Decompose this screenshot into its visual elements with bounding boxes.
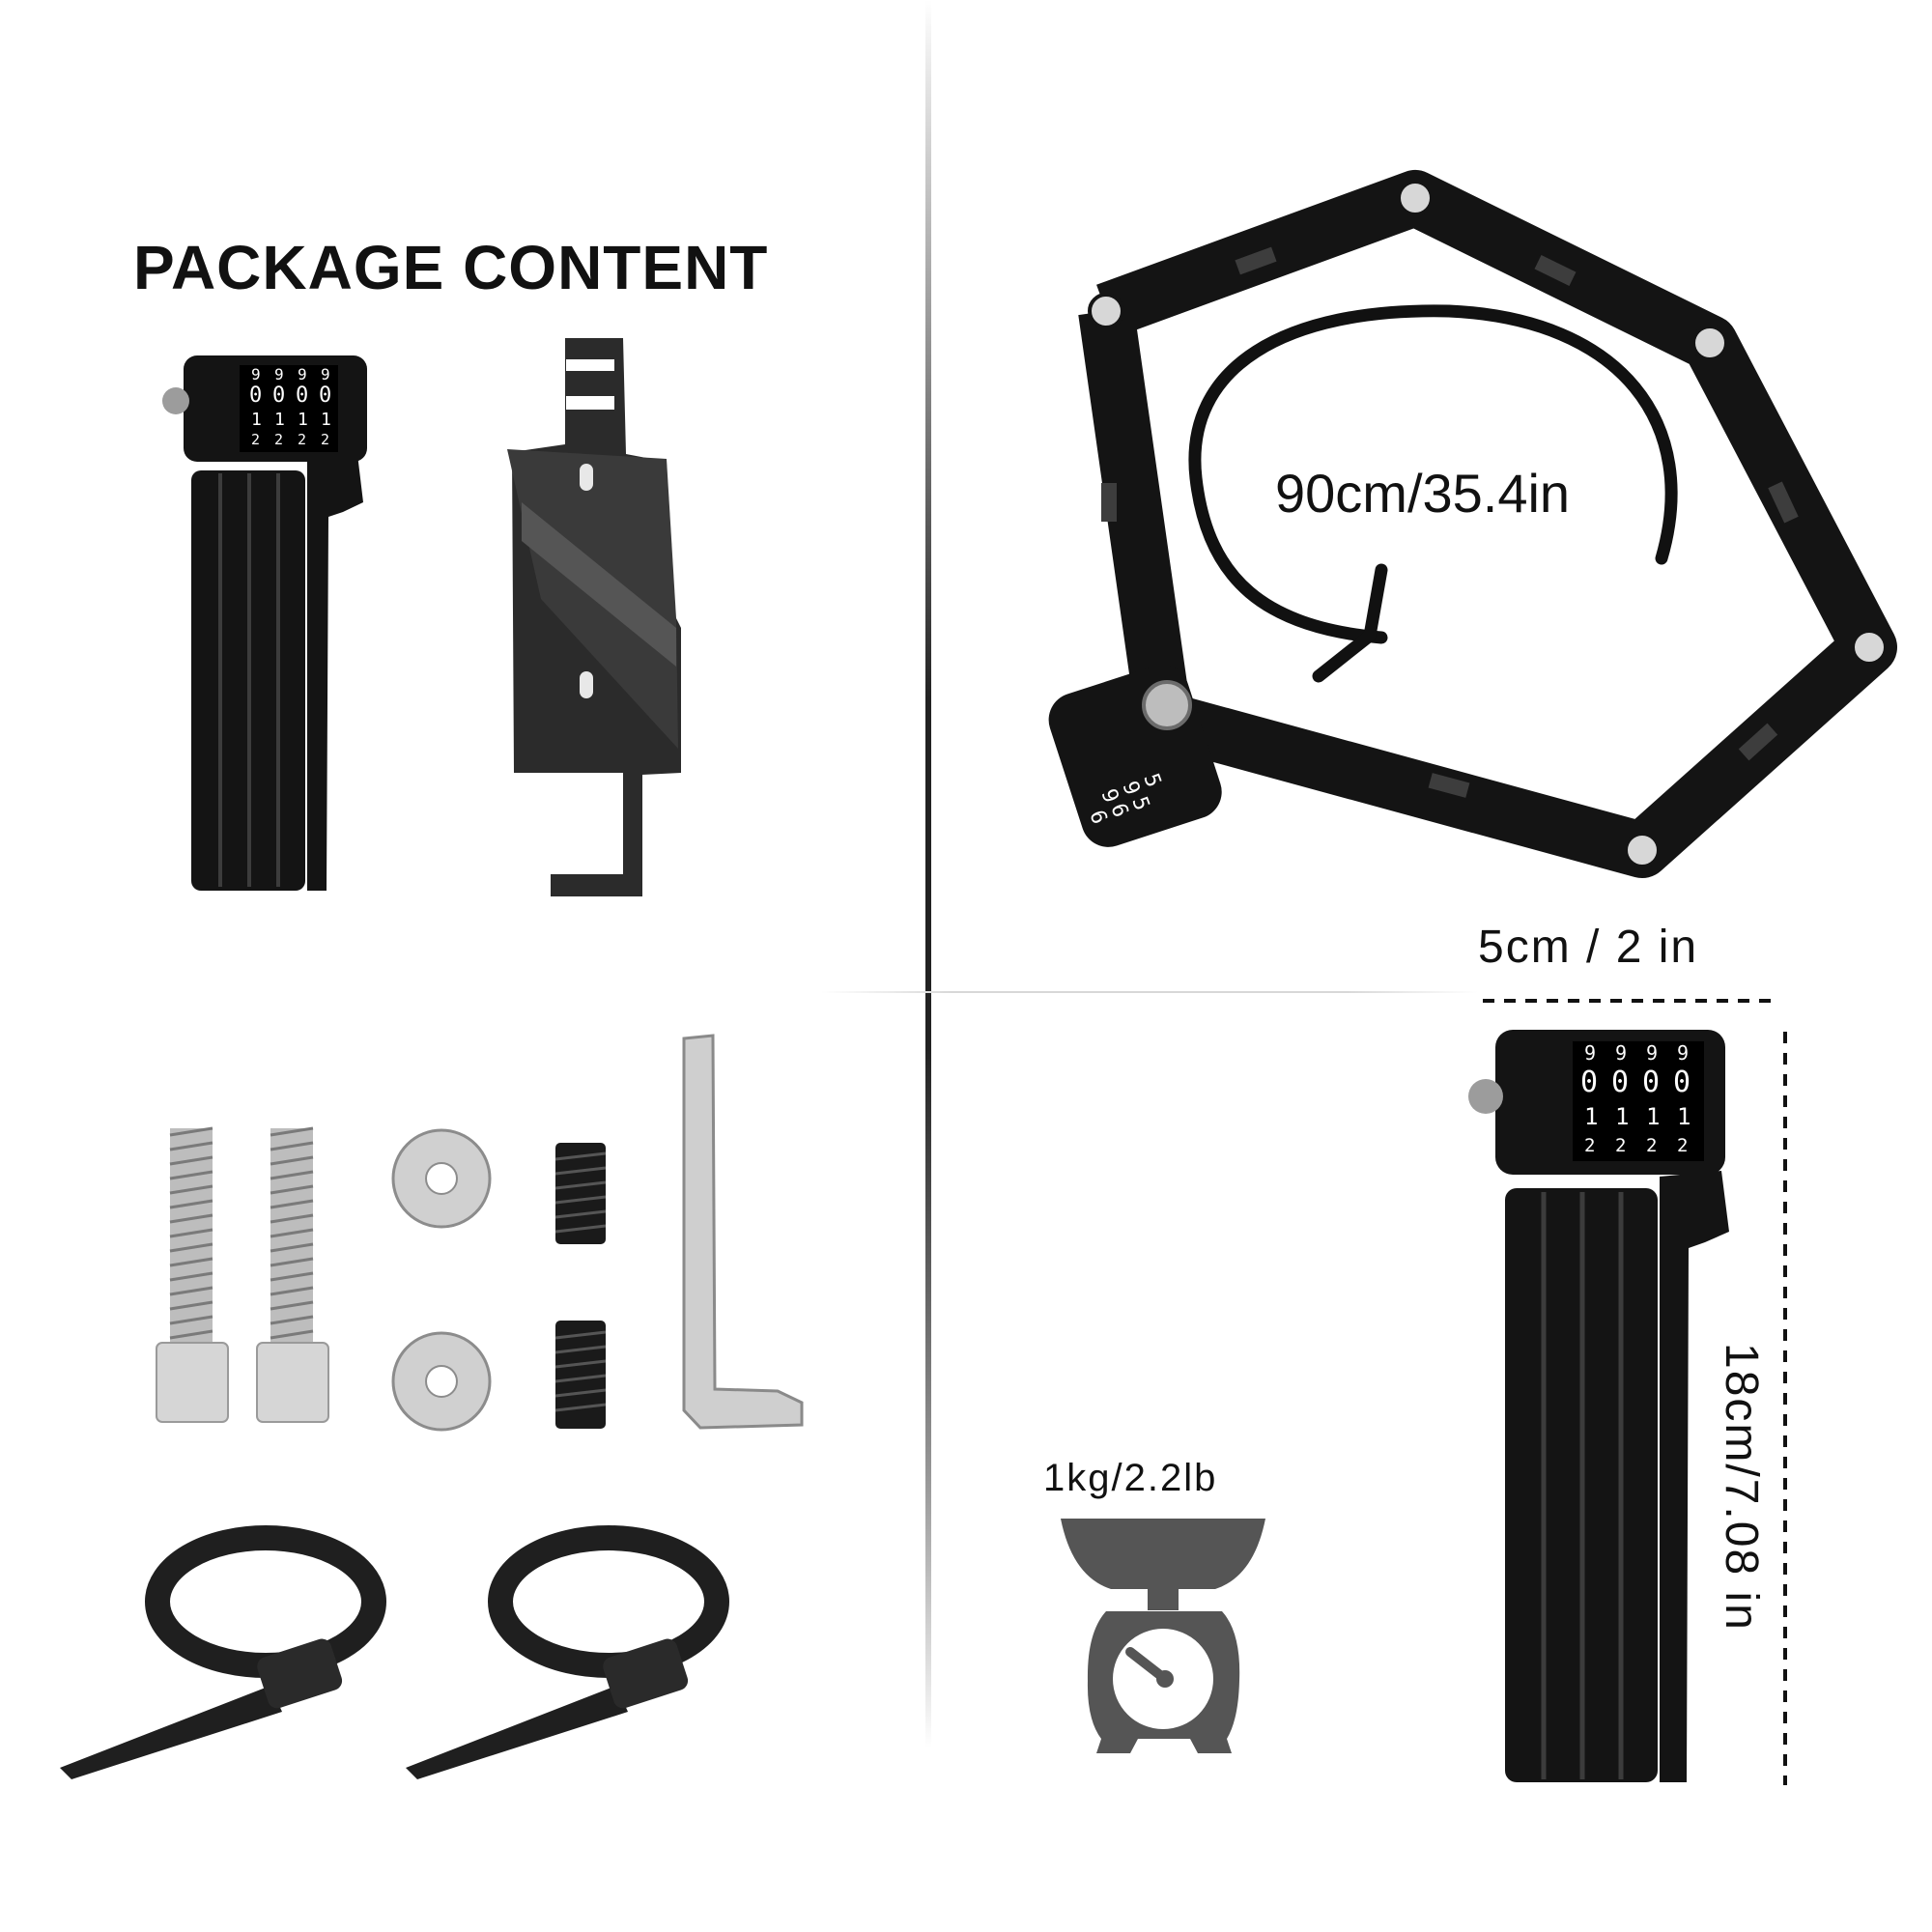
svg-text:1: 1 [251,410,262,430]
length-label: 90cm/35.4in [1275,463,1571,524]
vertical-divider [925,0,931,1748]
folded-lock-large-image: 9 9 9 9 0 0 0 0 1 1 1 1 2 2 2 2 [1468,1030,1729,1782]
svg-text:2: 2 [1646,1135,1657,1156]
svg-text:2: 2 [321,431,329,448]
folded-lock-image: 9 9 9 9 0 0 0 0 1 1 1 1 2 2 2 2 [162,355,367,891]
height-label: 18cm/7.08 in [1716,1343,1767,1632]
bolt-image [156,1126,229,1423]
mounting-bracket-image [507,338,681,896]
width-label: 5cm / 2 in [1478,922,1699,973]
unfolded-lock-image: 9 9 5 6 6 5 [1048,170,1897,878]
svg-text:0: 0 [249,384,262,408]
set-screw-image [554,1321,607,1429]
svg-text:2: 2 [1677,1135,1688,1156]
svg-text:1: 1 [1677,1103,1690,1130]
svg-text:2: 2 [1615,1135,1626,1156]
svg-text:2: 2 [1584,1135,1595,1156]
svg-text:1: 1 [1584,1103,1598,1130]
package-content-heading: PACKAGE CONTENT [133,233,769,302]
bolt-image [256,1126,329,1423]
svg-text:0: 0 [272,384,285,408]
svg-text:0: 0 [1580,1065,1598,1099]
lock-digit-wheels: 9 9 9 9 0 0 0 0 1 1 1 1 2 2 2 2 [240,365,338,452]
mounting-strap-image [406,1525,729,1779]
svg-text:0: 0 [296,384,308,408]
svg-text:9: 9 [274,365,284,384]
svg-text:9: 9 [1677,1041,1689,1065]
svg-text:1: 1 [298,410,308,430]
horizontal-divider [821,991,1478,993]
digit-9: 9 [251,365,261,384]
svg-text:1: 1 [321,410,331,430]
svg-text:9: 9 [1584,1041,1596,1065]
mounting-strap-image [60,1525,386,1779]
svg-text:2: 2 [298,431,306,448]
svg-text:2: 2 [274,431,283,448]
weight-scale-icon [1061,1519,1265,1753]
svg-text:9: 9 [1615,1041,1627,1065]
weight-label: 1kg/2.2lb [1043,1457,1218,1499]
lock-digit-wheels: 9 9 9 9 0 0 0 0 1 1 1 1 2 2 2 2 [1573,1041,1704,1161]
combination-dial: 9 9 5 6 6 5 [1048,665,1222,847]
svg-text:9: 9 [321,365,330,384]
svg-text:0: 0 [1611,1065,1629,1099]
svg-text:1: 1 [274,410,285,430]
svg-text:9: 9 [1646,1041,1658,1065]
hex-key-image [682,1034,804,1430]
washer-image [391,1331,492,1432]
svg-text:9: 9 [298,365,307,384]
set-screw-image [554,1143,607,1244]
svg-text:2: 2 [251,431,260,448]
svg-text:1: 1 [1646,1103,1660,1130]
circumference-arrow-icon [1188,304,1678,683]
svg-text:1: 1 [1615,1103,1629,1130]
svg-text:0: 0 [1642,1065,1660,1099]
washer-image [391,1128,492,1229]
svg-text:0: 0 [1673,1065,1690,1099]
svg-text:0: 0 [319,384,331,408]
